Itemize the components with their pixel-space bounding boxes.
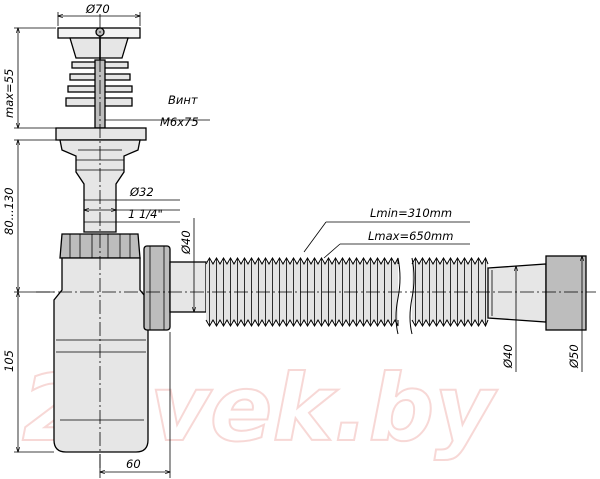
dim-offset: 60: [100, 332, 170, 478]
dim-cap-diameter: Ø70: [58, 2, 140, 26]
max-height-label: max=55: [2, 69, 16, 118]
screw-size: M6x75: [160, 115, 199, 129]
bottom-height-label: 105: [2, 350, 16, 372]
hose-length-max: Lmax=650mm: [368, 229, 453, 243]
screw-callout: Винт M6x75: [105, 93, 210, 129]
bottle-body: [53, 257, 149, 453]
height-range-label: 80...130: [2, 187, 16, 235]
hose-end-outer-label: Ø50: [567, 344, 581, 369]
dim-bottom-height: 105: [2, 292, 54, 452]
hose-end-fitting: [487, 255, 587, 331]
dim-max-height: max=55: [2, 28, 56, 128]
hose-length-callout: Lmin=310mm Lmax=650mm: [303, 206, 470, 259]
dim-pipe: Ø32 1 1/4": [84, 185, 180, 223]
screw-title: Винт: [168, 93, 198, 107]
pipe-diameter-label: Ø32: [129, 185, 154, 199]
dim-hose-end: Ø40 Ø50: [501, 256, 582, 372]
hose-length-min: Lmin=310mm: [370, 206, 452, 220]
outlet-diameter-label: Ø40: [179, 230, 193, 255]
hose-end-inner-label: Ø40: [501, 344, 515, 369]
side-outlet-nut: [143, 245, 207, 331]
thread-size-label: 1 1/4": [128, 207, 163, 221]
cap-diameter-label: Ø70: [85, 2, 110, 16]
dim-outlet: Ø40: [172, 218, 198, 312]
grate-rings: [55, 59, 147, 141]
offset-width-label: 60: [126, 457, 141, 471]
dim-height-range: 80...130: [2, 140, 56, 292]
